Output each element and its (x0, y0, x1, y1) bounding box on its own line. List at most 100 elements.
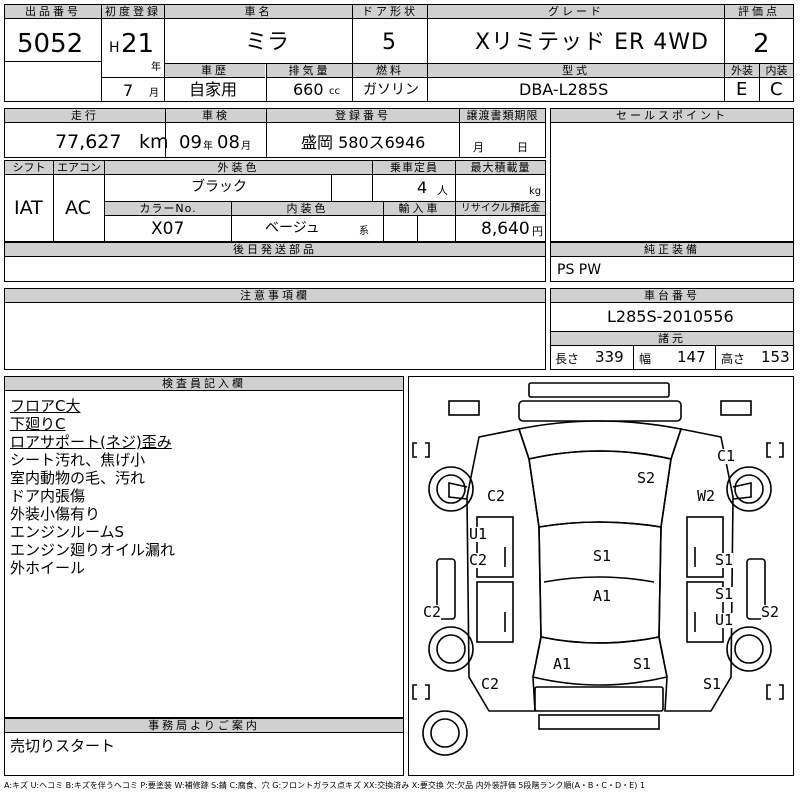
damage-mark: S2 (761, 603, 780, 621)
damage-mark: C2 (481, 675, 500, 693)
displacement-value: 660 (293, 80, 324, 99)
inspection-year-unit: 年 (203, 141, 213, 152)
registration-number: 盛岡 580ス6946 (301, 133, 426, 152)
office-header: 事務局よりご案内 (5, 719, 403, 733)
length-label: 長さ (555, 352, 580, 366)
chassis-number: L285S-2010556 (607, 307, 734, 326)
grade-header: グレード (428, 5, 724, 19)
damage-mark: C2 (423, 603, 442, 621)
exterior-score: E (736, 79, 748, 100)
damage-mark: A1 (593, 587, 612, 605)
aircon-header: エアコン (54, 161, 104, 175)
genuine-equipment-box: 純正装備 PS PW (550, 242, 794, 282)
inspection-year: 09 (179, 132, 202, 153)
genuine-equipment-header: 純正装備 (551, 243, 793, 257)
later-parts-box: 後日発送部品 (4, 242, 546, 282)
damage-mark: S2 (637, 469, 656, 487)
recycle-unit: 円 (532, 225, 543, 238)
inspector-note-line: フロアC大 (10, 397, 81, 415)
door-header: ドア形状 (353, 5, 427, 19)
damage-mark: C2 (469, 551, 488, 569)
capacity-unit: 人 (437, 184, 448, 197)
aircon-value: AC (65, 197, 91, 219)
door-count: 5 (382, 30, 396, 55)
inspector-note-line: シート汚れ、焦げ小 (10, 451, 146, 469)
model-code-header: 型式 (428, 64, 724, 78)
first-reg-header: 初度登録 (102, 5, 164, 19)
damage-mark: S1 (593, 547, 612, 565)
damage-mark: S1 (703, 675, 722, 693)
first-reg-month-unit: 月 (149, 88, 159, 99)
mileage-row: 走行 車検 登録番号 譲渡書類期限 77,627 km 09 年 08 月 盛岡… (4, 108, 546, 158)
damage-mark: U1 (715, 611, 734, 629)
mileage-header: 走行 (5, 109, 165, 123)
length-value: 339 (595, 348, 624, 366)
office-box: 事務局よりご案内 売切りスタート (4, 718, 404, 776)
damage-mark: A1 (553, 655, 572, 673)
damage-mark: S1 (633, 655, 652, 673)
interior-color-unit: 系 (359, 226, 369, 237)
car-name: ミラ (245, 30, 290, 55)
inspector-note-line: ドア内張傷 (10, 487, 86, 505)
recycle-header: リサイクル預託金 (456, 202, 545, 216)
chassis-header: 車台番号 (551, 289, 793, 303)
damage-mark: C1 (717, 447, 736, 465)
exterior-header: 外装 (725, 64, 759, 78)
width-label: 幅 (639, 352, 652, 366)
damage-mark: W2 (697, 487, 716, 505)
color-no-header: カラーNo. (105, 202, 231, 216)
chassis-box: 車台番号 L285S-2010556 諸元 長さ 339 幅 147 高さ 15… (550, 288, 794, 370)
shift-header: シフト (5, 161, 53, 175)
score-header: 評価点 (725, 5, 793, 19)
sales-point-box: セールスポイント (550, 108, 794, 242)
first-reg-year: 21 (121, 29, 155, 59)
vehicle-history: 自家用 (189, 80, 238, 99)
vehicle-header-table: 出品番号 初度登録 車名 ドア形状 グレード 評価点 5052 H 21 年 7… (4, 4, 794, 102)
interior-header: 内装 (760, 64, 793, 78)
exterior-color: ブラック (191, 179, 247, 195)
inspector-note-line: エンジンルームS (10, 523, 125, 541)
inspector-note-line: 外装小傷有り (10, 505, 101, 523)
int-color-header: 内装色 (232, 202, 383, 216)
height-value: 153 (761, 348, 790, 366)
width-value: 147 (677, 348, 706, 366)
dims-header: 諸元 (551, 332, 793, 346)
legend-text: A:キズ U:ヘコミ B:キズを伴うヘコミ P:要塗装 W:補修跡 S:錆 C:… (4, 781, 645, 790)
inspection-month-unit: 月 (241, 141, 251, 152)
capacity-header: 乗車定員 (373, 161, 455, 175)
inspection-header: 車検 (166, 109, 266, 123)
recycle-fee: 8,640 (481, 219, 530, 239)
overall-score: 2 (753, 29, 770, 59)
office-note: 売切りスタート (10, 737, 116, 755)
genuine-equipment: PS PW (557, 262, 602, 278)
inspector-header: 検査員記入欄 (5, 377, 403, 391)
inspection-month: 08 (217, 132, 240, 153)
notes-header: 注意事項欄 (5, 289, 545, 303)
car-outline-svg (412, 382, 784, 756)
sales-point-header: セールスポイント (551, 109, 793, 123)
first-reg-month: 7 (123, 81, 134, 100)
height-label: 高さ (721, 352, 746, 366)
color-number: X07 (151, 219, 185, 239)
grade-value: Xリミテッド ER 4WD (475, 30, 709, 55)
inspector-note-line: 室内動物の毛、汚れ (10, 469, 146, 487)
max-load-header: 最大積載量 (456, 161, 545, 175)
first-reg-era: H (109, 40, 120, 56)
inspector-note-line: 外ホイール (10, 559, 86, 577)
damage-mark: S1 (715, 551, 734, 569)
capacity-value: 4 (417, 178, 428, 197)
displacement-header: 排気量 (267, 64, 352, 78)
load-unit: kg (529, 186, 542, 197)
ext-color-header: 外装色 (105, 161, 372, 175)
history-header: 車歴 (165, 64, 265, 78)
import-header: 輸入車 (384, 202, 455, 216)
shift-value: IAT (14, 197, 43, 219)
transfer-day-unit: 日 (517, 141, 528, 154)
reg-no-header: 登録番号 (267, 109, 459, 123)
lot-number: 5052 (17, 29, 84, 59)
damage-mark: U1 (469, 525, 488, 543)
